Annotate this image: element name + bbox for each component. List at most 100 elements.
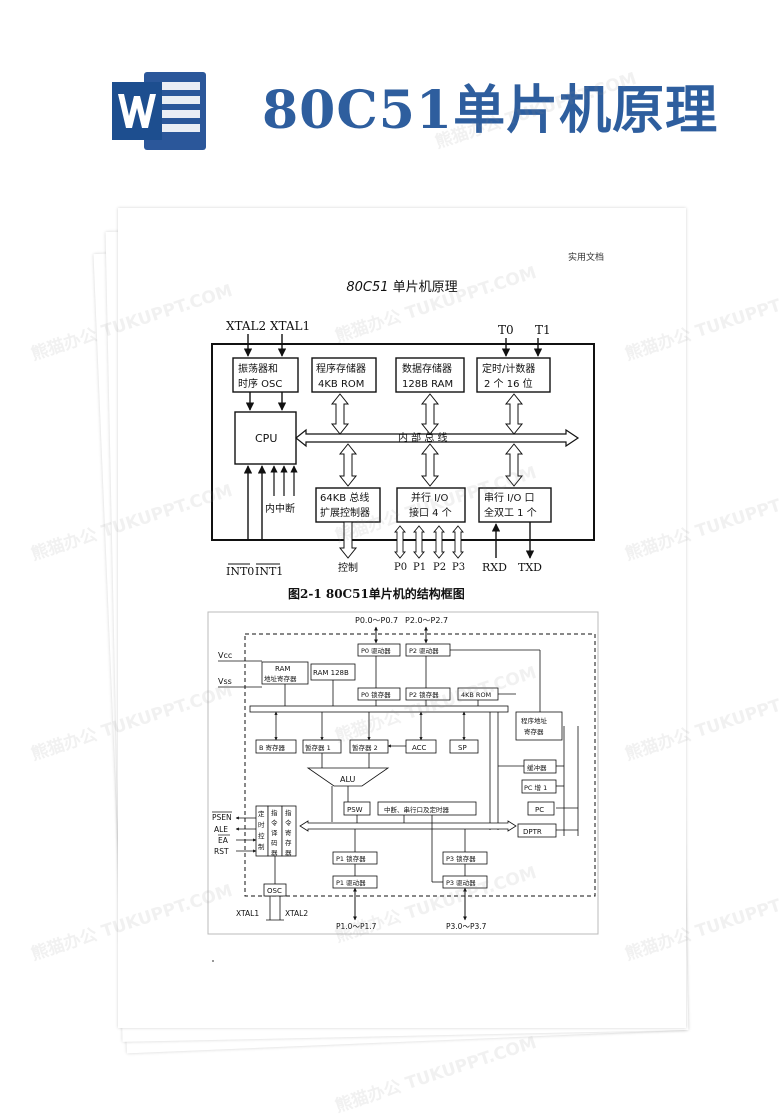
extctrl-line-1: 64KB 总线: [320, 491, 369, 504]
control-out-arrow: [338, 521, 358, 559]
ram-128b-label: RAM 128B: [313, 669, 349, 677]
block-p2-latch: [405, 687, 451, 701]
b-register-label: B 寄存器: [259, 743, 286, 752]
block-pc: [527, 801, 555, 816]
block-buffer: [523, 759, 557, 774]
acc-label: ACC: [412, 744, 427, 752]
timing-ctrl-char-1: 定: [258, 809, 265, 818]
block-serial-io: [478, 487, 552, 523]
irq-serial-timer-label: 中断、串行口及定时器: [384, 805, 450, 814]
ireg-char-1: 指: [285, 808, 292, 817]
rom-4kb-label: 4KB ROM: [461, 691, 491, 699]
timer-line-1: 定时/计数器: [482, 362, 535, 375]
serial-bus-connector: [504, 443, 524, 487]
block-pc-increment: [521, 779, 557, 794]
internal-interrupt-label: 内中断: [265, 502, 295, 515]
chip-boundary: [244, 633, 596, 897]
block-parallel-io: [396, 487, 466, 523]
label-t1: T1: [535, 323, 551, 337]
rom-bus-connector: [330, 393, 350, 435]
document-title: 80C51单片机原理: [262, 80, 719, 141]
xtal1-label: XTAL1: [236, 909, 259, 918]
p1-pins-label: P1.0～P1.7: [336, 922, 377, 931]
p3-pins-label: P3.0～P3.7: [446, 922, 487, 931]
vss-label: Vss: [218, 677, 232, 686]
osc-line-2: 时序 OSC: [238, 377, 282, 390]
cpu-label: CPU: [255, 432, 277, 445]
port-p2-label: P2: [433, 562, 446, 573]
block-interrupt-serial-timer: [377, 801, 477, 816]
prog-addr-line-1: 程序地址: [521, 716, 548, 725]
page-heading-cn: 单片机原理: [388, 280, 458, 295]
block-dptr: [517, 823, 557, 838]
psen-label: PSEN: [212, 813, 232, 822]
block-program-memory: [311, 357, 377, 393]
osc-line-1: 振荡器和: [238, 362, 278, 375]
rom-line-2: 4KB ROM: [318, 379, 364, 390]
p0-latch-label: P0 锁存器: [361, 690, 391, 699]
dptr-label: DPTR: [523, 828, 542, 836]
prog-addr-line-2: 寄存器: [524, 727, 544, 736]
decoder-char-4: 码: [271, 839, 278, 847]
label-xtal-pins: XTAL2 XTAL1: [226, 319, 310, 333]
pc-label: PC: [535, 806, 544, 814]
timer-bus-connector: [504, 393, 524, 435]
psw-label: PSW: [347, 806, 363, 814]
ea-label: EA: [218, 836, 229, 845]
ireg-char-4: 存: [285, 838, 292, 847]
temp-register-2-label: 暂存器 2: [352, 743, 378, 752]
decoder-char-3: 译: [271, 829, 278, 837]
block-program-address-register: [515, 711, 563, 741]
ale-label: ALE: [214, 825, 228, 834]
decoder-char-5: 器: [271, 849, 278, 857]
ireg-char-3: 寄: [285, 828, 292, 837]
extctrl-line-2: 扩展控制器: [320, 506, 370, 519]
p1-latch-label: P1 锁存器: [336, 854, 366, 863]
p2-driver-label: P2 驱动器: [409, 647, 439, 655]
temp-register-1-label: 暂存器 1: [305, 743, 331, 752]
timing-ctrl-char-2: 时: [258, 820, 265, 829]
txd-label: TXD: [518, 561, 542, 574]
control-label: 控制: [338, 561, 358, 574]
page-heading: 80C51 单片机原理: [0, 276, 780, 295]
header-banner: 80C51单片机原理: [0, 0, 780, 205]
p2-pins-label: P2.0～P2.7: [405, 616, 448, 625]
rom-line-1: 程序存储器: [316, 362, 366, 375]
port-p0-label: P0: [394, 562, 407, 573]
xtal2-label: XTAL2: [285, 909, 308, 918]
pio-bus-connector: [420, 443, 440, 487]
block-instruction-register: [281, 805, 297, 857]
label-t0: T0: [498, 323, 514, 337]
osc-label: OSC: [267, 887, 282, 895]
stray-mark: [212, 960, 214, 962]
pio-line-2: 接口 4 个: [409, 506, 452, 519]
extctrl-bus-connector: [338, 443, 358, 487]
alu-shape: [306, 767, 390, 787]
decoder-char-1: 指: [271, 808, 278, 817]
p3-latch-label: P3 锁存器: [446, 854, 476, 863]
p0-driver-label: P0 驱动器: [361, 647, 391, 655]
int1-label: INT1: [255, 565, 283, 578]
timer-line-2: 2 个 16 位: [484, 377, 533, 390]
ram-addr-line-1: RAM: [275, 665, 290, 673]
vcc-label: Vcc: [218, 651, 232, 660]
figure-1-caption: 图2-1 80C51单片机的结构框图: [288, 586, 465, 601]
ram-line-1: 数据存储器: [402, 362, 452, 375]
p1-driver-label: P1 驱动器: [336, 879, 366, 887]
timing-ctrl-char-3: 控: [258, 831, 265, 840]
block-oscillator: [232, 357, 299, 393]
block-p0-latch: [357, 687, 401, 701]
word-document-icon: [112, 72, 206, 150]
p0-pins-label: P0.0～P0.7: [355, 616, 398, 625]
serial-line-1: 串行 I/O 口: [484, 491, 535, 504]
buffer-label: 缓冲器: [527, 763, 547, 772]
p3-driver-label: P3 驱动器: [446, 879, 476, 887]
lower-internal-bus: [299, 820, 517, 832]
ireg-char-5: 器: [285, 849, 292, 857]
p2-latch-label: P2 锁存器: [409, 690, 439, 699]
figure-2-architecture-diagram: P0.0～P0.7 P2.0～P2.7 Vcc Vss P0 驱动器 P2 驱动…: [207, 611, 599, 935]
sp-label: SP: [458, 744, 467, 752]
port-p1-label: P1: [413, 562, 426, 573]
ireg-char-2: 令: [285, 818, 292, 827]
